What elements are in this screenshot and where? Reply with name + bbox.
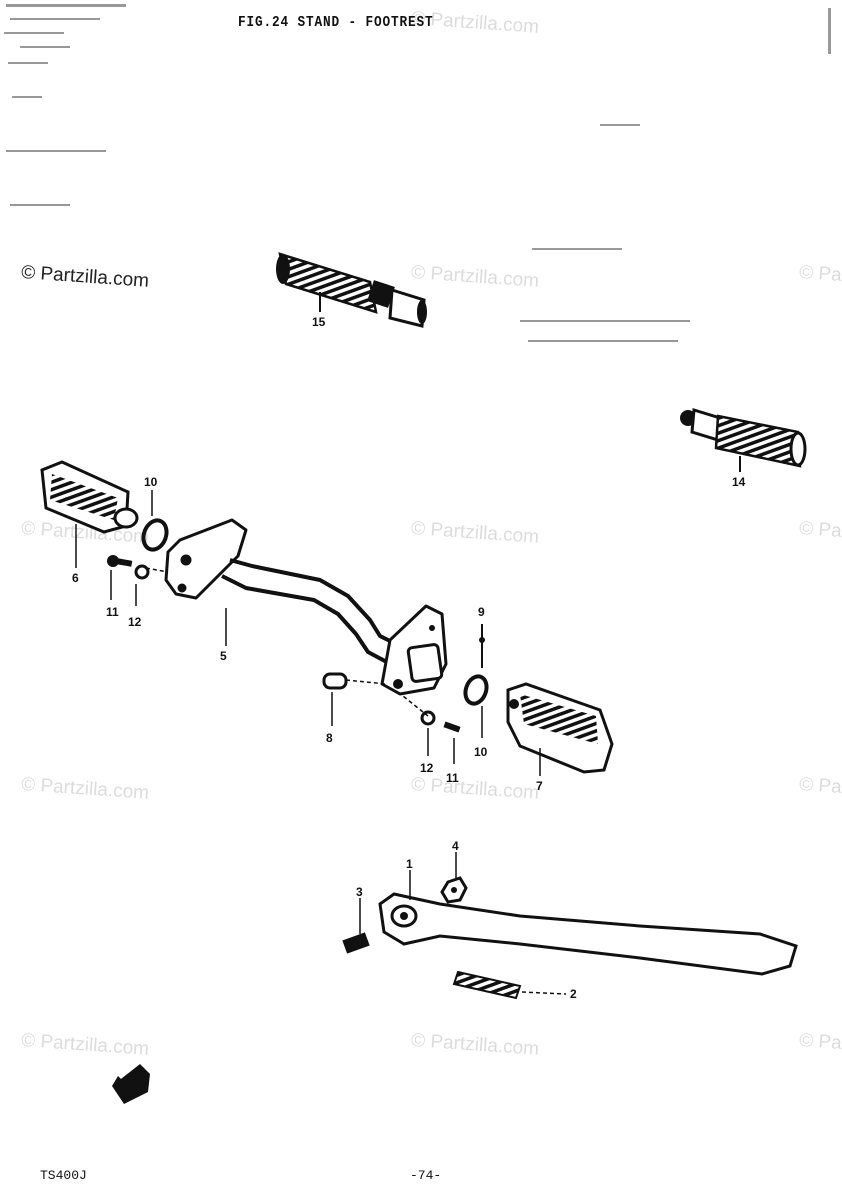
callout-5: 5: [220, 649, 227, 663]
callout-2: 2: [570, 987, 577, 1001]
bolt-11-right: [443, 721, 461, 764]
footrest-rubber-14: [680, 408, 807, 472]
side-stand-1: [378, 870, 798, 976]
bolt-11-left: [107, 555, 133, 600]
spring-2: [452, 970, 567, 1000]
callout-9: 9: [478, 605, 485, 619]
model-code: TS400J: [40, 1168, 87, 1183]
callout-12: 12: [128, 615, 142, 629]
callout-labels: 15 14 10 6 11 12 5 9 8 10 12 11 7 4 1 3 …: [72, 315, 746, 1001]
callout-10: 10: [144, 475, 158, 489]
callout-15: 15: [312, 315, 326, 329]
figure-title: FIG.24 STAND - FOOTREST: [238, 14, 434, 31]
callout-11: 11: [106, 605, 119, 619]
front-arrow-icon: [112, 1064, 150, 1104]
cotter-pin-9: [479, 624, 485, 668]
footrest-bar-5: [164, 518, 448, 696]
bolt-3: [342, 898, 370, 954]
footrest-6: [40, 460, 139, 568]
callout-3: 3: [356, 885, 363, 899]
spring-washer-12-left: [134, 564, 150, 606]
callout-7: 7: [536, 779, 543, 793]
callout-12: 12: [420, 761, 434, 775]
callout-4: 4: [452, 839, 459, 853]
page-number: -74-: [410, 1168, 442, 1183]
nut-4: [440, 852, 468, 904]
callout-8: 8: [326, 731, 333, 745]
footrest-rubber-15: [276, 252, 427, 328]
washer-10-right: [463, 674, 489, 738]
washer-10-left: [141, 490, 169, 552]
scan-noise: [4, 4, 831, 342]
pin-8: [322, 672, 387, 726]
callout-6: 6: [72, 571, 79, 585]
callout-14: 14: [732, 475, 746, 489]
footrest-7: [506, 682, 614, 776]
callout-11: 11: [446, 771, 459, 785]
spring-washer-12-right: [420, 710, 436, 756]
callout-1: 1: [406, 857, 413, 871]
callout-10: 10: [474, 745, 488, 759]
